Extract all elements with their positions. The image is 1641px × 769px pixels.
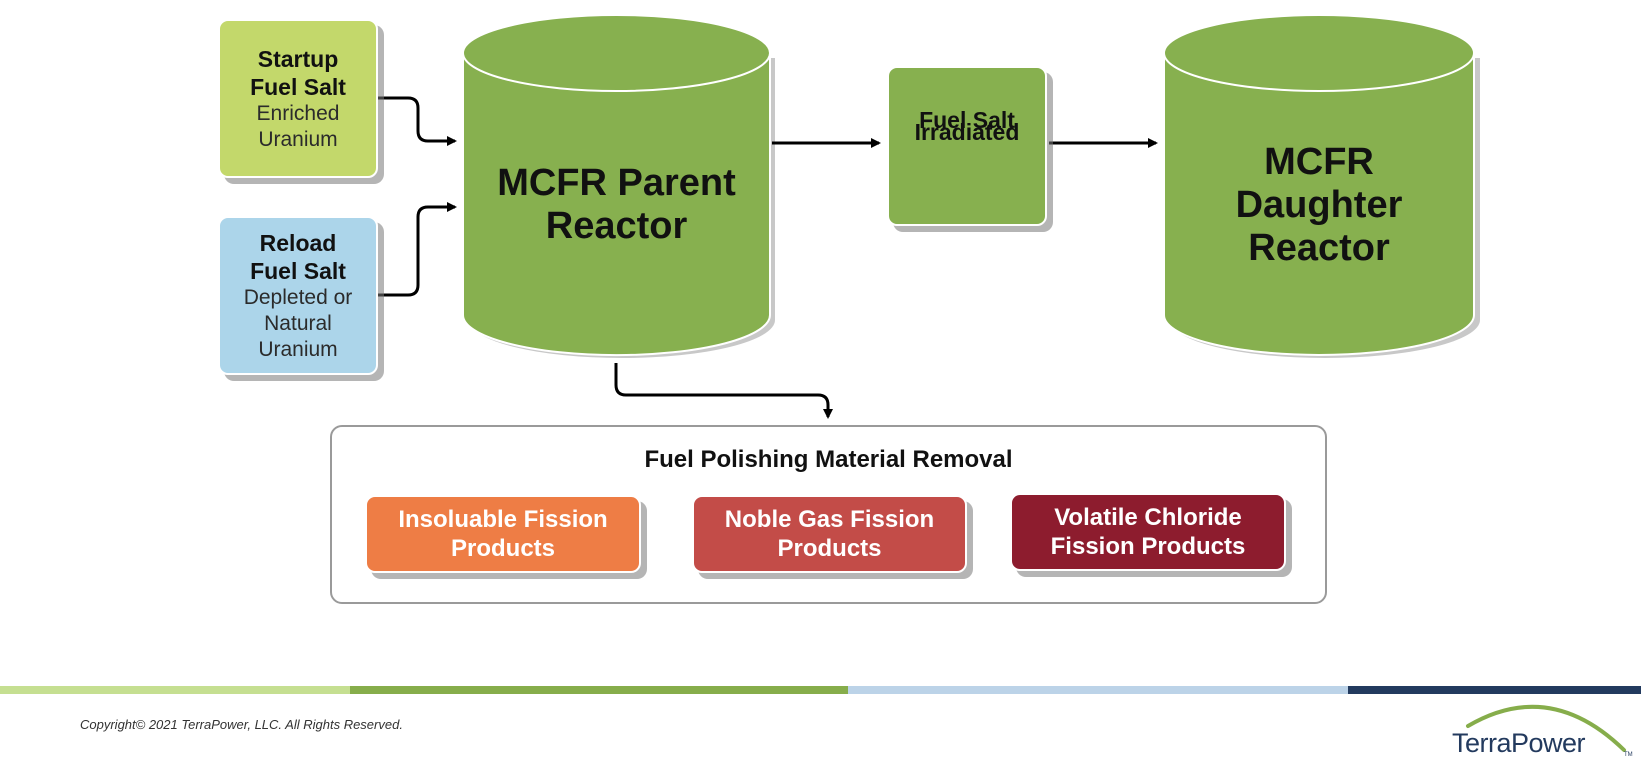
reload-sub-line3: Uranium — [258, 337, 338, 361]
terrapower-logo: TerraPower TM — [1440, 700, 1640, 765]
arrow-parent-to-polishing — [614, 363, 833, 419]
parent-reactor-label: MCFR Parent Reactor — [463, 162, 770, 248]
startup-title-line1: Startup — [257, 45, 339, 72]
daughter-reactor-cylinder — [1163, 14, 1480, 358]
noble-gas-line1: Noble Gas Fission — [724, 506, 935, 533]
daughter-reactor-label: MCFR Daughter Reactor — [1164, 141, 1474, 270]
stripe-segment-light-blue — [848, 686, 1348, 694]
logo-arc-icon — [1466, 704, 1626, 752]
diagram-canvas — [378, 14, 1480, 419]
parent-reactor-line1: MCFR Parent — [497, 162, 736, 204]
logo-text: TerraPower — [1452, 728, 1586, 758]
irradiated-line1: Irradiated — [914, 119, 1020, 145]
daughter-reactor-line3: Reactor — [1248, 227, 1390, 269]
logo-trademark: TM — [1624, 752, 1633, 758]
stripe-segment-navy — [1348, 686, 1641, 694]
reload-title-line2: Fuel Salt — [250, 257, 346, 284]
daughter-reactor-line1: MCFR — [1264, 141, 1374, 183]
reload-title-line1: Reload — [259, 229, 337, 256]
irradiated-line2: Fuel Salt — [919, 107, 1015, 133]
parent-reactor-cylinder — [462, 14, 775, 358]
insoluble-line2: Products — [450, 535, 555, 562]
stripe-segment-light-green — [0, 686, 350, 694]
insoluble-fission-products-box: Insoluable Fission Products — [365, 495, 641, 573]
copyright-text: Copyright© 2021 TerraPower, LLC. All Rig… — [80, 717, 403, 732]
startup-fuel-salt-box: Startup Fuel Salt Enriched Uranium — [218, 19, 378, 178]
startup-sub-line1: Enriched — [256, 101, 340, 125]
fuel-polishing-title: Fuel Polishing Material Removal — [644, 446, 1013, 473]
noble-gas-fission-products-box: Noble Gas Fission Products — [692, 495, 967, 573]
stripe-segment-green — [350, 686, 848, 694]
arrow-startup-to-parent — [378, 96, 457, 146]
parent-reactor-line2: Reactor — [545, 205, 688, 247]
volatile-line1: Volatile Chloride — [1054, 504, 1242, 531]
fuel-polishing-container: Fuel Polishing Material Removal Insoluab… — [330, 425, 1327, 604]
noble-gas-line2: Products — [777, 535, 882, 562]
reload-fuel-salt-box: Reload Fuel Salt Depleted or Natural Ura… — [218, 216, 378, 375]
volatile-line2: Fission Products — [1050, 533, 1246, 560]
footer-color-stripe — [0, 686, 1641, 694]
irradiated-fuel-salt-box: Irradiated Fuel Salt — [887, 66, 1047, 226]
daughter-reactor-line2: Daughter — [1235, 184, 1403, 226]
arrow-reload-to-parent — [378, 202, 457, 297]
volatile-chloride-fission-products-box: Volatile Chloride Fission Products — [1010, 493, 1286, 571]
startup-title-line2: Fuel Salt — [250, 73, 346, 100]
insoluble-line1: Insoluable Fission — [398, 506, 608, 533]
reload-sub-line1: Depleted or — [243, 285, 353, 309]
startup-sub-line2: Uranium — [258, 127, 338, 151]
reload-sub-line2: Natural — [264, 311, 332, 335]
